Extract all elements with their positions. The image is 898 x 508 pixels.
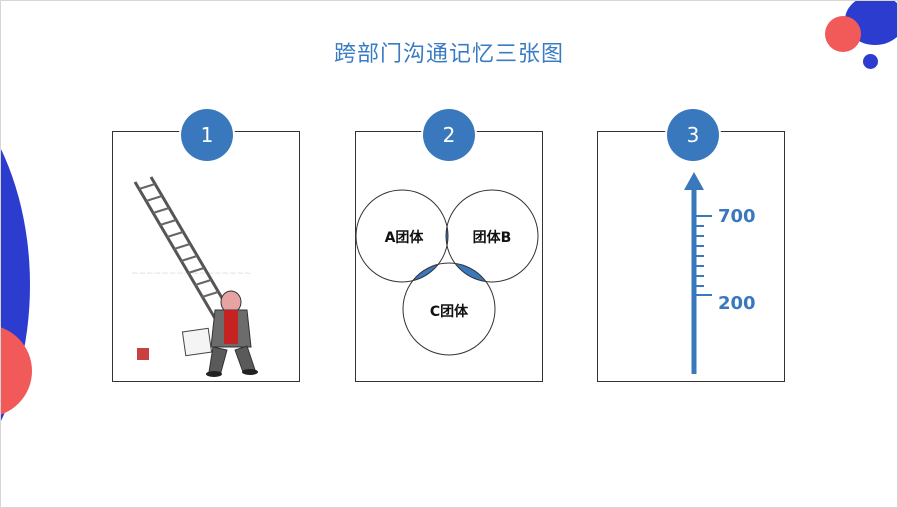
card-venn: A团体 团体B C团体 [355, 131, 543, 382]
scale-label-700: 700 [718, 206, 756, 227]
card-ladder: ~~~~~~~~~~~~~~~~ [112, 131, 300, 382]
scale-arrow: 700 200 [598, 132, 784, 381]
scale-label-200: 200 [718, 293, 756, 314]
step-badge-1: 1 [181, 109, 233, 161]
step-badge-2: 2 [423, 109, 475, 161]
ladder-cartoon-image: ~~~~~~~~~~~~~~~~ [113, 132, 299, 381]
venn-label-b: 团体B [473, 229, 512, 246]
card-scale: 700 200 [597, 131, 785, 382]
step-badge-3: 3 [667, 109, 719, 161]
venn-label-a: A团体 [385, 229, 425, 246]
page-title: 跨部门沟通记忆三张图 [0, 36, 898, 68]
venn-label-c: C团体 [430, 303, 469, 320]
venn-diagram: A团体 团体B C团体 [356, 132, 542, 381]
scale-arrow-head [684, 172, 704, 190]
